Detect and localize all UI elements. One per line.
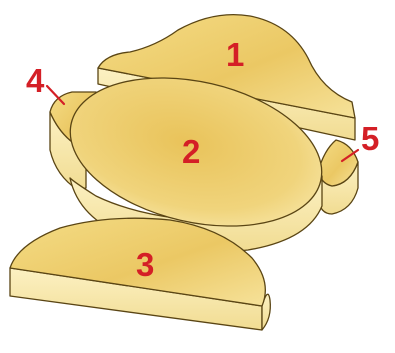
label-5: 5 [361,120,379,157]
piece-5 [318,140,358,214]
label-3: 3 [136,246,154,283]
label-1: 1 [226,36,244,73]
label-2: 2 [182,133,200,170]
label-4: 4 [26,62,45,99]
